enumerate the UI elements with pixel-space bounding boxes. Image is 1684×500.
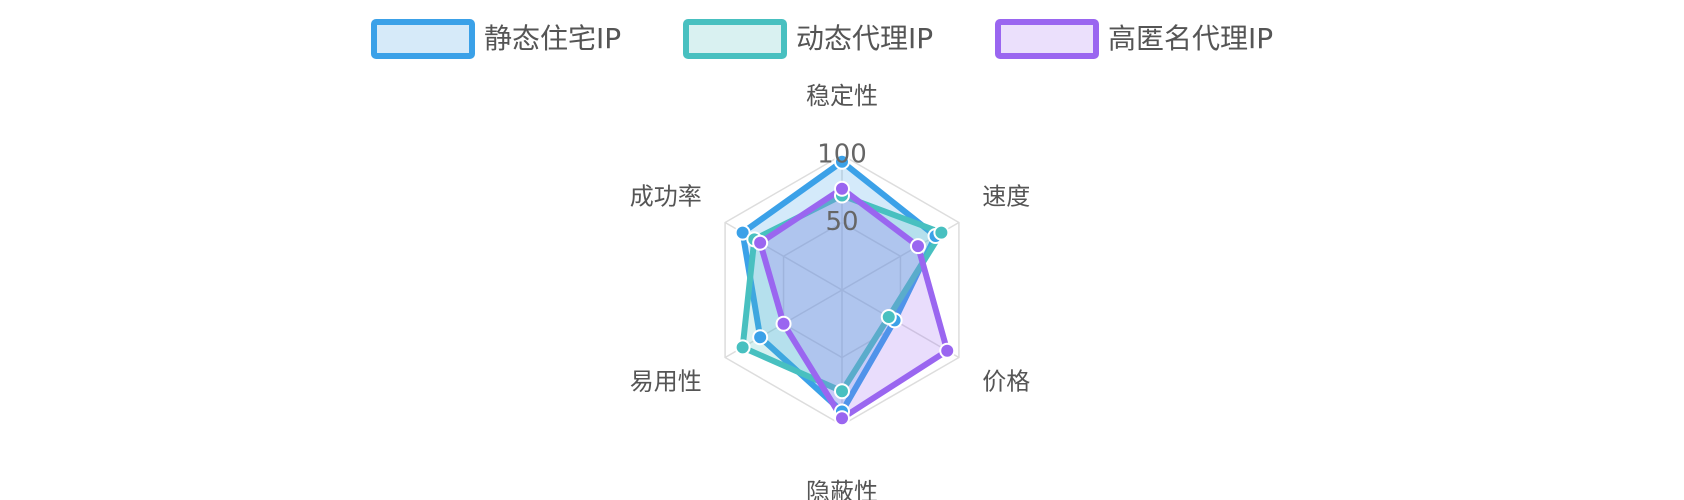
series-1-point[interactable] (734, 224, 751, 241)
axis-label: 成功率 (630, 183, 702, 211)
legend-swatch-3[interactable] (995, 19, 1099, 59)
series-3-point[interactable] (939, 342, 956, 359)
tick-label: 100 (817, 140, 867, 170)
series-3-point[interactable] (834, 180, 850, 197)
axis-label: 隐蔽性 (806, 478, 878, 500)
series-layer (734, 153, 956, 427)
legend-swatch-1[interactable] (371, 19, 475, 59)
legend-swatch-2[interactable] (683, 19, 787, 59)
series-3-point[interactable] (775, 315, 792, 332)
axis-label: 易用性 (630, 368, 702, 396)
tick-labels: 50 100 (817, 140, 867, 238)
legend-label-2[interactable]: 动态代理IP (796, 22, 933, 55)
series-3-point[interactable] (834, 410, 850, 427)
series-3-point[interactable] (909, 238, 926, 255)
legend-label-3[interactable]: 高匿名代理IP (1108, 22, 1273, 55)
legend: 静态住宅IP 动态代理IP 高匿名代理IP (371, 19, 1273, 59)
axis-label: 价格 (982, 368, 1030, 396)
series-2-point[interactable] (834, 383, 850, 400)
legend-label-1[interactable]: 静态住宅IP (484, 22, 621, 55)
axis-label: 速度 (982, 183, 1030, 211)
series-3-point[interactable] (752, 234, 769, 251)
tick-label: 50 (825, 207, 858, 237)
series-1-point[interactable] (752, 329, 769, 346)
series-1-point[interactable] (834, 153, 850, 170)
series-2-point[interactable] (933, 224, 950, 241)
series-2-point[interactable] (734, 339, 751, 356)
axis-label: 稳定性 (806, 82, 878, 110)
series-2-point[interactable] (880, 309, 897, 325)
